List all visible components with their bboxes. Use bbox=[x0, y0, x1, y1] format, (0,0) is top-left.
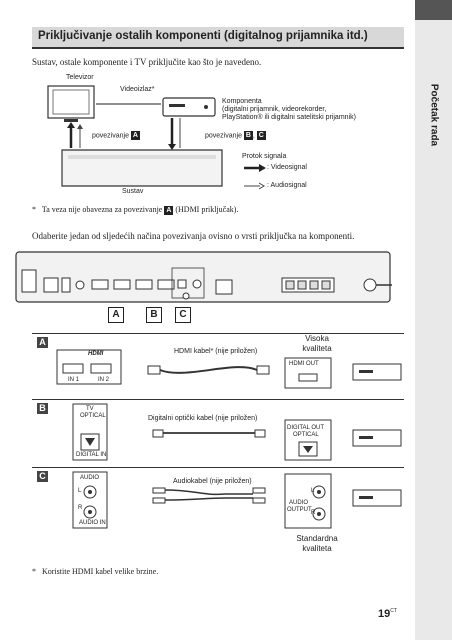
video-out-label: Videoizlaz* bbox=[120, 86, 155, 93]
row-b-port-header: TV bbox=[86, 406, 94, 412]
row-b-top-rule bbox=[32, 399, 404, 400]
row-a-cable-label: HDMI kabel* (nije priložen) bbox=[174, 348, 258, 355]
signal-flow-label: Protok signala bbox=[242, 153, 287, 160]
signal-legend bbox=[244, 164, 266, 190]
system-label: Sustav bbox=[122, 188, 144, 195]
connection-diagram bbox=[47, 85, 223, 187]
section-title: Priključivanje ostalih komponenti (digit… bbox=[38, 30, 368, 42]
row-b-letter: B bbox=[37, 403, 48, 414]
row-a-port-2: IN 2 bbox=[98, 377, 110, 383]
video-signal-label: : Videosignal bbox=[267, 164, 307, 171]
row-c-port-r: R bbox=[78, 505, 83, 511]
component-desc-1: (digitalni prijamnik, videorekorder, bbox=[222, 106, 327, 113]
row-a-illustration bbox=[56, 349, 402, 389]
quality-high: Visoka kvaliteta bbox=[302, 334, 332, 353]
row-b-right-port-1: DIGITAL OUT bbox=[287, 425, 325, 431]
row-a-top-rule bbox=[32, 333, 404, 334]
row-a-port-1: IN 1 bbox=[68, 377, 80, 383]
row-b-illustration bbox=[72, 403, 402, 461]
rear-panel bbox=[15, 251, 392, 303]
component-illustration bbox=[162, 97, 216, 117]
row-a-port-label: HDMI bbox=[88, 351, 104, 357]
audio-signal-label: : Audiosignal bbox=[267, 182, 307, 189]
row-c-right-port-1: AUDIO bbox=[289, 500, 309, 506]
footnote-2: * Koristite HDMI kabel velike brzine. bbox=[32, 567, 159, 576]
row-c-port-l: L bbox=[78, 488, 82, 494]
component-desc-2: PlayStation® ili digitalni satelitski pr… bbox=[222, 114, 356, 121]
quality-standard: Standardna kvaliteta bbox=[296, 534, 338, 553]
row-b-right-port-2: OPTICAL bbox=[293, 432, 319, 438]
page-number: 19CT bbox=[378, 608, 397, 620]
footnote-1: * Ta veza nije obavezna za povezivanje A… bbox=[32, 205, 239, 215]
badge-a: A bbox=[130, 131, 140, 140]
row-b-port-sub: OPTICAL bbox=[80, 413, 106, 419]
row-b-cable-label: Digitalni optički kabel (nije priložen) bbox=[148, 415, 258, 422]
section-title-bar: Priključivanje ostalih komponenti (digit… bbox=[32, 27, 404, 49]
footnote-badge: A bbox=[164, 205, 174, 215]
row-c-cable-label: Audiokabel (nije priložen) bbox=[173, 478, 252, 485]
panel-badge-c: C bbox=[175, 306, 191, 324]
row-c-right-port-2: OUTPUT bbox=[287, 507, 312, 513]
page-suffix: CT bbox=[390, 608, 397, 614]
row-c-port-header: AUDIO bbox=[80, 475, 100, 481]
side-tab-label: Početak rada bbox=[428, 83, 440, 147]
row-c-letter: C bbox=[37, 471, 48, 482]
intro-text: Sustav, ostale komponente i TV priključi… bbox=[32, 57, 262, 67]
row-c-port-label: AUDIO IN bbox=[79, 520, 106, 526]
badge-b: B bbox=[243, 131, 253, 140]
component-label: Komponenta bbox=[222, 98, 262, 105]
row-c-right-l: L bbox=[311, 488, 315, 494]
row-a-letter: A bbox=[37, 337, 48, 348]
tv-label: Televizor bbox=[66, 74, 94, 81]
row-b-port-label: DIGITAL IN bbox=[76, 452, 107, 458]
row-c-top-rule bbox=[32, 467, 404, 468]
panel-badge-b: B bbox=[146, 306, 162, 324]
side-tab bbox=[415, 0, 452, 640]
badge-c: C bbox=[256, 131, 266, 140]
choose-text: Odaberite jedan od sljedećih načina pove… bbox=[32, 231, 355, 241]
row-c-illustration bbox=[72, 471, 402, 529]
row-c-right-r: R bbox=[311, 510, 316, 516]
row-a-right-port: HDMI OUT bbox=[289, 361, 319, 367]
side-tab-top bbox=[415, 0, 452, 20]
panel-badge-a: A bbox=[108, 306, 124, 324]
connection-bc-label: povezivanje B, C bbox=[205, 131, 266, 140]
connection-a-label: povezivanje A bbox=[92, 131, 140, 140]
